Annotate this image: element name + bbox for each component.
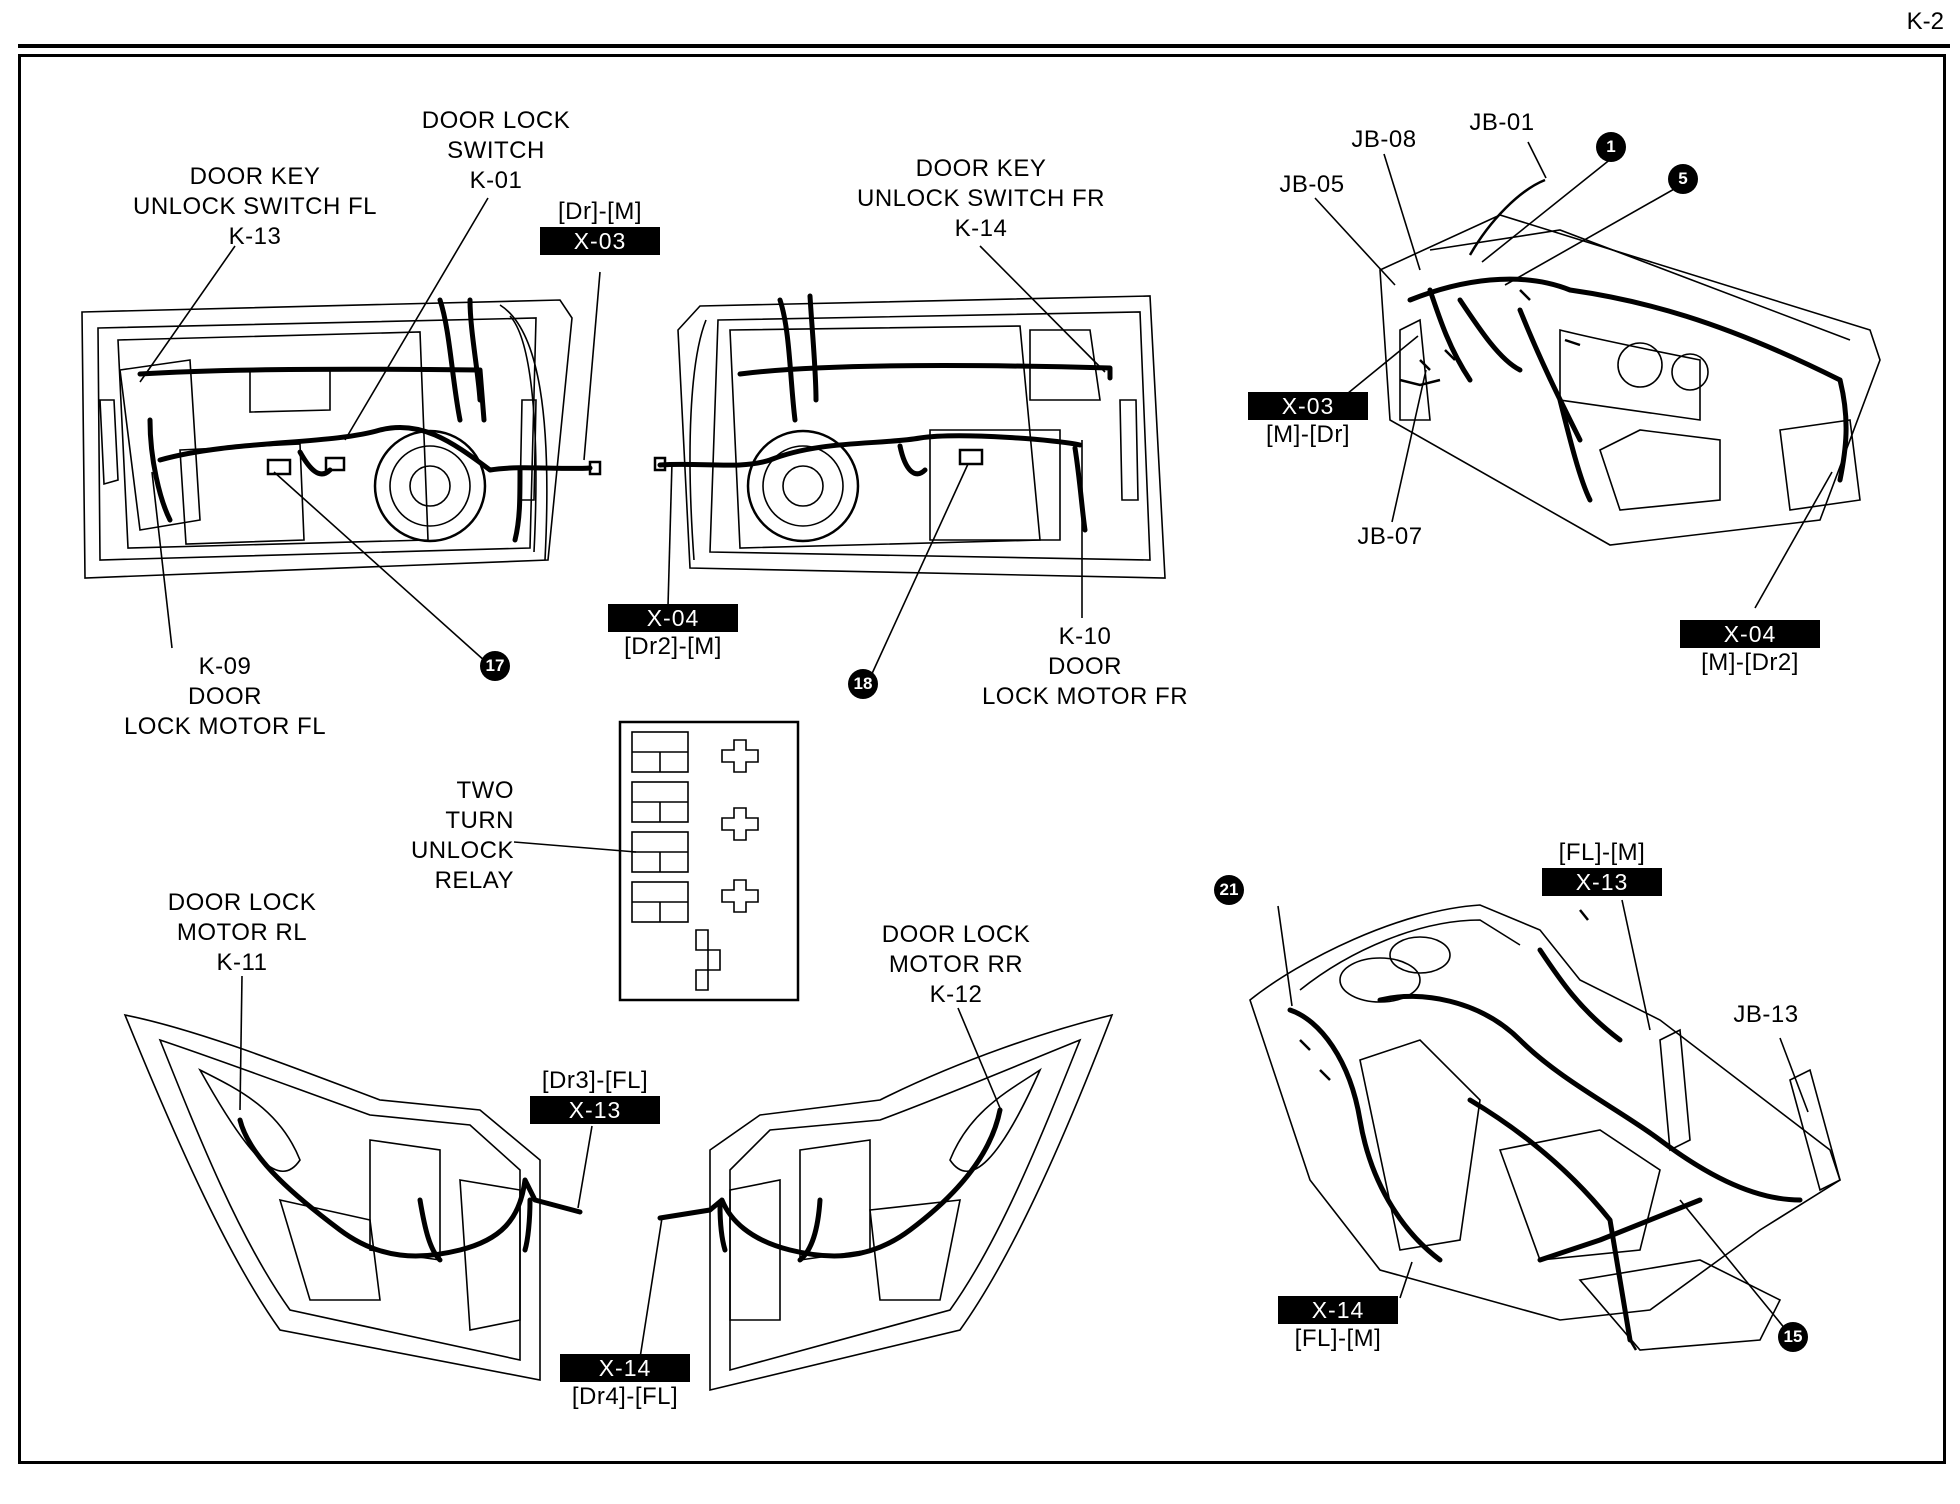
diagram-frame bbox=[18, 54, 1946, 1464]
callout-15: 15 bbox=[1778, 1322, 1808, 1352]
label-x13-floor: [FL]-[M] X-13 bbox=[1542, 838, 1662, 896]
label-x04-front-conn: [Dr2]-[M] bbox=[624, 633, 722, 660]
label-x13-rear: [Dr3]-[FL] X-13 bbox=[530, 1066, 660, 1124]
label-relay-line3: UNLOCK bbox=[410, 837, 514, 864]
label-k14-line3: K-14 bbox=[954, 215, 1008, 242]
label-relay-line4: RELAY bbox=[434, 867, 514, 894]
rear-left-door-drawing bbox=[123, 1013, 583, 1381]
label-k13-line1: DOOR KEY bbox=[189, 163, 321, 190]
callout-21: 21 bbox=[1214, 875, 1244, 905]
rear-right-door-drawing bbox=[657, 1013, 1114, 1392]
label-x03-dash: X-03 [M]-[Dr] bbox=[1248, 392, 1368, 450]
floor-harness-drawing bbox=[1249, 904, 1841, 1351]
label-x13-floor-tag: X-13 bbox=[1542, 868, 1662, 896]
label-jb01: JB-01 bbox=[1469, 109, 1535, 136]
label-x03-top: [Dr]-[M] X-03 bbox=[540, 197, 660, 255]
label-k01: DOOR LOCK SWITCH K-01 bbox=[406, 106, 586, 196]
label-k12-line1: DOOR LOCK bbox=[881, 921, 1031, 948]
label-x03-top-tag: X-03 bbox=[540, 227, 660, 255]
label-jb08: JB-08 bbox=[1351, 126, 1417, 153]
label-x04-dash-tag: X-04 bbox=[1680, 620, 1820, 648]
label-k13: DOOR KEY UNLOCK SWITCH FL K-13 bbox=[120, 162, 390, 252]
label-k14-line1: DOOR KEY bbox=[915, 155, 1047, 182]
label-jb07: JB-07 bbox=[1357, 523, 1423, 550]
label-k11-line3: K-11 bbox=[216, 949, 268, 976]
label-x14-rear-conn: [Dr4]-[FL] bbox=[571, 1383, 679, 1410]
label-k13-line2: UNLOCK SWITCH FL bbox=[132, 193, 377, 220]
label-k14-line2: UNLOCK SWITCH FR bbox=[857, 185, 1105, 212]
label-x13-rear-conn: [Dr3]-[FL] bbox=[541, 1067, 649, 1094]
label-x04-front-tag: X-04 bbox=[608, 604, 738, 632]
front-right-door-drawing bbox=[653, 293, 1166, 579]
relay-box-drawing bbox=[618, 720, 800, 1002]
label-k10-line1: K-10 bbox=[1058, 623, 1112, 650]
label-x14-floor: X-14 [FL]-[M] bbox=[1278, 1296, 1398, 1354]
label-k10-line2: DOOR bbox=[1048, 653, 1122, 680]
top-rule bbox=[18, 44, 1950, 48]
leader-lines bbox=[139, 141, 1833, 1359]
label-x04-dash: X-04 [M]-[Dr2] bbox=[1680, 620, 1820, 678]
label-k14: DOOR KEY UNLOCK SWITCH FR K-14 bbox=[846, 154, 1116, 244]
label-relay-line2: TURN bbox=[445, 807, 514, 834]
label-k01-line2: SWITCH bbox=[447, 137, 545, 164]
label-k01-line1: DOOR LOCK bbox=[421, 107, 571, 134]
label-k09-line3: LOCK MOTOR FL bbox=[123, 713, 327, 740]
label-k11-line2: MOTOR RL bbox=[176, 919, 308, 946]
label-x03-top-conn: [Dr]-[M] bbox=[558, 198, 642, 225]
callout-17: 17 bbox=[480, 651, 510, 681]
label-k10-line3: LOCK MOTOR FR bbox=[981, 683, 1189, 710]
label-x03-dash-conn: [M]-[Dr] bbox=[1266, 421, 1350, 448]
label-x13-floor-conn: [FL]-[M] bbox=[1558, 839, 1646, 866]
label-x03-dash-tag: X-03 bbox=[1248, 392, 1368, 420]
page-label: K-2 bbox=[1906, 8, 1944, 35]
label-x04-front: X-04 [Dr2]-[M] bbox=[608, 604, 738, 662]
callout-5: 5 bbox=[1668, 164, 1698, 194]
label-k01-line3: K-01 bbox=[469, 167, 523, 194]
label-x04-dash-conn: [M]-[Dr2] bbox=[1701, 649, 1799, 676]
label-x13-rear-tag: X-13 bbox=[530, 1096, 660, 1124]
label-k11: DOOR LOCK MOTOR RL K-11 bbox=[142, 888, 342, 978]
label-k09-line2: DOOR bbox=[188, 683, 262, 710]
label-x14-rear: X-14 [Dr4]-[FL] bbox=[560, 1354, 690, 1412]
label-jb05: JB-05 bbox=[1279, 171, 1345, 198]
label-x14-rear-tag: X-14 bbox=[560, 1354, 690, 1382]
label-k11-line1: DOOR LOCK bbox=[167, 889, 317, 916]
label-k12-line2: MOTOR RR bbox=[888, 951, 1024, 978]
callout-1: 1 bbox=[1596, 132, 1626, 162]
label-k12-line3: K-12 bbox=[929, 981, 983, 1008]
callout-18: 18 bbox=[848, 669, 878, 699]
label-x14-floor-conn: [FL]-[M] bbox=[1294, 1325, 1382, 1352]
label-k09-line1: K-09 bbox=[198, 653, 252, 680]
label-relay: TWO TURN UNLOCK RELAY bbox=[390, 776, 514, 896]
label-k13-line3: K-13 bbox=[228, 223, 282, 250]
label-k09: K-09 DOOR LOCK MOTOR FL bbox=[100, 652, 350, 742]
dashboard-drawing bbox=[1379, 178, 1881, 546]
label-x14-floor-tag: X-14 bbox=[1278, 1296, 1398, 1324]
label-k12: DOOR LOCK MOTOR RR K-12 bbox=[856, 920, 1056, 1010]
label-relay-line1: TWO bbox=[456, 777, 514, 804]
label-k10: K-10 DOOR LOCK MOTOR FR bbox=[970, 622, 1200, 712]
front-left-door-drawing bbox=[81, 297, 602, 579]
label-jb13: JB-13 bbox=[1733, 1001, 1799, 1028]
